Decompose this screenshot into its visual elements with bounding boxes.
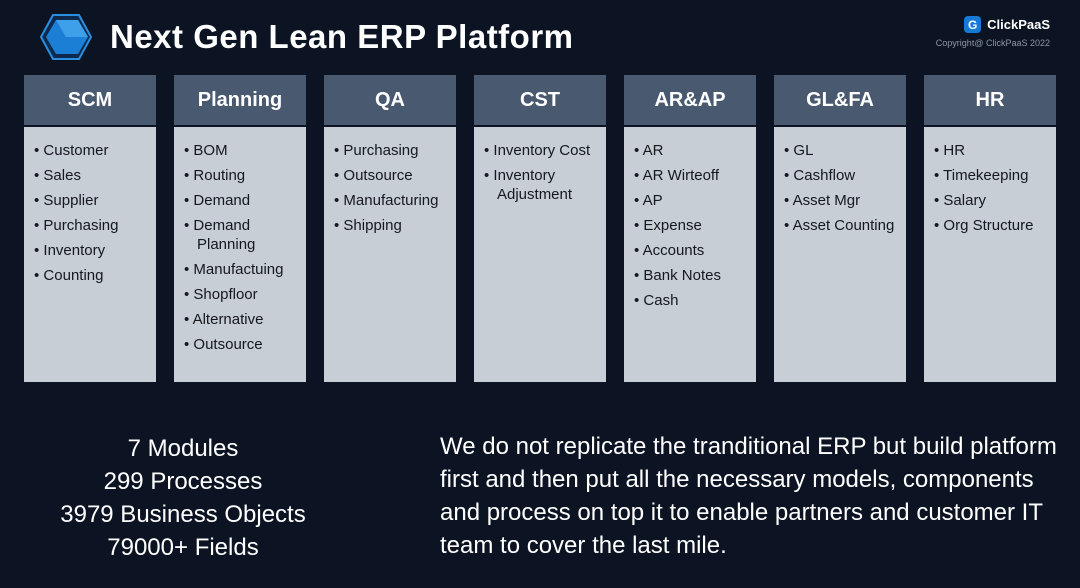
modules-row: SCM CustomerSalesSupplierPurchasingInven… [24, 75, 1056, 382]
module-item: Purchasing [334, 141, 448, 160]
column-items: HR TimekeepingSalaryOrg Structure [934, 141, 1048, 235]
module-item: Manufacturing [334, 191, 448, 210]
column-title: HR [924, 75, 1056, 125]
column-items: GL CashflowAsset MgrAsset Counting [784, 141, 898, 235]
module-item: Accounts [634, 241, 748, 260]
column-body: GL CashflowAsset MgrAsset Counting [774, 127, 906, 382]
module-column: AR&AP AR AR WirteoffAP ExpenseAccountsBank… [624, 75, 756, 382]
column-title: GL&FA [774, 75, 906, 125]
stat-line: 299 Processes [103, 468, 263, 495]
module-item: Outsource [184, 335, 298, 354]
stat-line: 79000+ Fields [107, 534, 259, 561]
module-item: Asset Counting [784, 216, 898, 235]
column-title: AR&AP [624, 75, 756, 125]
module-item: Shopfloor [184, 285, 298, 304]
module-column: QA PurchasingOutsourceManufacturingShipp… [324, 75, 456, 382]
module-item: Expense [634, 216, 748, 235]
module-item: Outsource [334, 166, 448, 185]
column-title: SCM [24, 75, 156, 125]
column-items: Inventory CostInventory Adjustment [484, 141, 598, 204]
header: Next Gen Lean ERP Platform [40, 14, 574, 60]
module-column: Planning BOM RoutingDemandDemand Planning… [174, 75, 306, 382]
column-title: CST [474, 75, 606, 125]
module-item: Demand Planning [184, 216, 298, 254]
module-item: Salary [934, 191, 1048, 210]
module-item: Shipping [334, 216, 448, 235]
module-item: Inventory Cost [484, 141, 598, 160]
clickpaas-logo-icon: G [964, 16, 982, 33]
module-item: BOM [184, 141, 298, 160]
description-text: We do not replicate the tranditional ERP… [440, 433, 1057, 559]
module-item: AR Wirteoff [634, 166, 748, 185]
module-item: Counting [34, 266, 148, 285]
column-body: CustomerSalesSupplierPurchasingInventory… [24, 127, 156, 382]
column-body: Inventory CostInventory Adjustment [474, 127, 606, 382]
module-item: Bank Notes [634, 266, 748, 285]
module-item: Purchasing [34, 216, 148, 235]
module-item: Manufactuing [184, 260, 298, 279]
module-column: GL&FA GL CashflowAsset MgrAsset Counting [774, 75, 906, 382]
stat-line: 7 Modules [127, 435, 239, 462]
module-item: HR [934, 141, 1048, 160]
module-item: Supplier [34, 191, 148, 210]
column-body: HR TimekeepingSalaryOrg Structure [924, 127, 1056, 382]
column-items: AR AR WirteoffAP ExpenseAccountsBank Notes… [634, 141, 748, 310]
module-column: HR HR TimekeepingSalaryOrg Structure [924, 75, 1056, 382]
stat-line: 3979 Business Objects [60, 501, 306, 528]
module-item: Customer [34, 141, 148, 160]
module-item: AP [634, 191, 748, 210]
module-item: Routing [184, 166, 298, 185]
module-item: Org Structure [934, 216, 1048, 235]
column-items: PurchasingOutsourceManufacturingShipping [334, 141, 448, 235]
module-item: Inventory Adjustment [484, 166, 598, 204]
stats-block: 7 Modules 299 Processes 3979 Business Ob… [18, 432, 348, 564]
column-items: CustomerSalesSupplierPurchasingInventory… [34, 141, 148, 285]
module-item: Inventory [34, 241, 148, 260]
column-body: PurchasingOutsourceManufacturingShipping [324, 127, 456, 382]
hexagon-logo-icon [40, 14, 92, 60]
page-title: Next Gen Lean ERP Platform [110, 18, 574, 55]
column-body: BOM RoutingDemandDemand PlanningManufactu… [174, 127, 306, 382]
module-item: Timekeeping [934, 166, 1048, 185]
module-item: Sales [34, 166, 148, 185]
copyright-text: Copyright@ ClickPaaS 2022 [935, 38, 1050, 48]
module-item: Cash [634, 291, 748, 310]
brand-name: ClickPaaS [987, 17, 1050, 32]
module-column: SCM CustomerSalesSupplierPurchasingInven… [24, 75, 156, 382]
module-item: GL [784, 141, 898, 160]
column-body: AR AR WirteoffAP ExpenseAccountsBank Notes… [624, 127, 756, 382]
brand-block: G ClickPaaS Copyright@ ClickPaaS 2022 [936, 16, 1050, 48]
module-item: Alternative [184, 310, 298, 329]
module-item: Asset Mgr [784, 191, 898, 210]
module-item: Cashflow [784, 166, 898, 185]
column-items: BOM RoutingDemandDemand PlanningManufactu… [184, 141, 298, 354]
module-item: Demand [184, 191, 298, 210]
column-title: Planning [174, 75, 306, 125]
module-item: AR [634, 141, 748, 160]
module-column: CST Inventory CostInventory Adjustment [474, 75, 606, 382]
column-title: QA [324, 75, 456, 125]
